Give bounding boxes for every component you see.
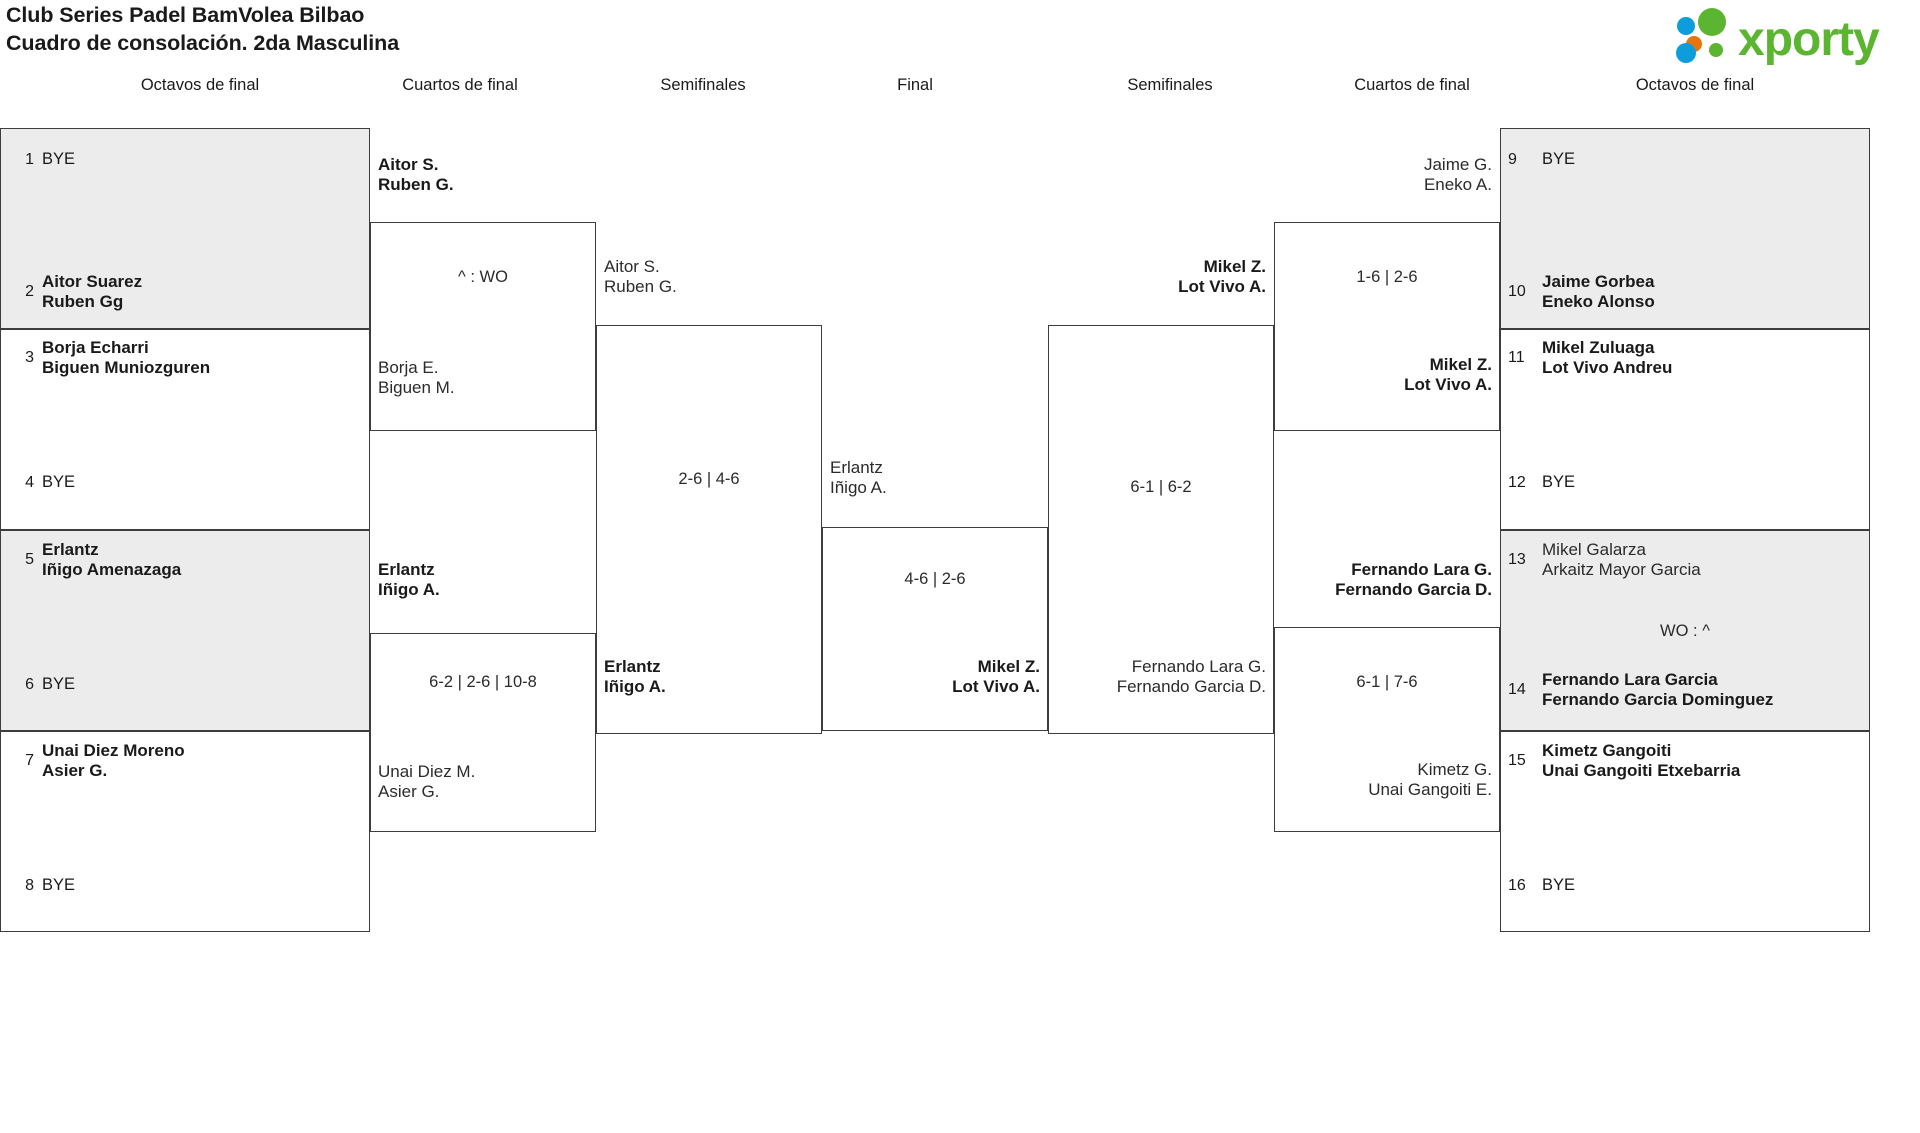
title-line-2: Cuadro de consolación. 2da Masculina	[6, 30, 400, 55]
player-names: BYE	[1542, 876, 1576, 894]
match-box-l4[interactable]	[0, 731, 370, 932]
cuartos-right-1-bottom-name: Mikel Z.Lot Vivo A.	[1404, 355, 1492, 394]
seed-number: 1	[25, 150, 34, 168]
title-line-1: Club Series Padel BamVolea Bilbao	[6, 3, 365, 27]
semis-right-score: 6-1 | 6-2	[1130, 478, 1192, 496]
octavos-right-13-14-score: WO : ^	[1660, 622, 1710, 640]
round-header-right-cuartos: Cuartos de final	[1354, 76, 1470, 94]
page-header: Club Series Padel BamVolea Bilbao Cuadro…	[0, 0, 1920, 86]
match-box-lsf[interactable]	[596, 325, 822, 734]
match-box-lq1[interactable]	[370, 222, 596, 431]
seed-number: 3	[25, 348, 34, 366]
seed-number: 12	[1508, 473, 1526, 491]
seed-entry-4[interactable]: 4 BYE	[8, 473, 75, 492]
seed-entry-8[interactable]: 8 BYE	[8, 876, 75, 895]
cuartos-right-2-score: 6-1 | 7-6	[1356, 673, 1418, 691]
semis-right-bottom-name: Fernando Lara G.Fernando Garcia D.	[1116, 657, 1266, 696]
seed-entry-1[interactable]: 1 BYE	[8, 150, 75, 169]
cuartos-left-2-bottom-name: Unai Diez M.Asier G.	[378, 762, 476, 801]
seed-number: 15	[1508, 751, 1526, 769]
match-box-r4[interactable]	[1500, 731, 1870, 932]
round-header-left-octavos: Octavos de final	[140, 76, 260, 94]
seed-number: 4	[25, 473, 34, 491]
cuartos-left-1-top-name: Aitor S.Ruben G.	[378, 155, 454, 194]
cuartos-right-2-bottom-name: Kimetz G.Unai Gangoiti E.	[1368, 760, 1492, 799]
match-box-l1[interactable]	[0, 128, 370, 329]
seed-number: 2	[25, 282, 34, 300]
seed-number: 16	[1508, 876, 1526, 894]
cuartos-right-1-top-name: Jaime G.Eneko A.	[1423, 155, 1492, 194]
match-box-final[interactable]	[822, 527, 1048, 731]
seed-entry-9[interactable]: 9 BYE	[1508, 150, 1575, 169]
match-box-rq2[interactable]	[1274, 627, 1500, 832]
semis-left-top-name: Aitor S.Ruben G.	[604, 257, 677, 296]
page-title: Club Series Padel BamVolea Bilbao Cuadro…	[6, 2, 399, 58]
match-box-rsf[interactable]	[1048, 325, 1274, 734]
seed-entry-12[interactable]: 12 BYE	[1508, 473, 1575, 492]
xporty-logo: xporty	[1664, 6, 1904, 66]
player-names: BYE	[1542, 150, 1576, 168]
player-names: BYE	[42, 876, 76, 894]
seed-number: 14	[1508, 680, 1526, 698]
player-names: BYE	[1542, 473, 1576, 491]
player-names: BYE	[42, 473, 76, 491]
svg-text:xporty: xporty	[1738, 13, 1880, 66]
seed-number: 13	[1508, 550, 1526, 568]
match-box-r3[interactable]	[1500, 530, 1870, 731]
match-box-lq2[interactable]	[370, 633, 596, 832]
seed-number: 5	[25, 550, 34, 568]
player-names: BYE	[42, 675, 76, 693]
seed-entry-16[interactable]: 16 BYE	[1508, 876, 1575, 895]
semis-left-score: 2-6 | 4-6	[678, 470, 740, 488]
cuartos-left-1-bottom-name: Borja E.Biguen M.	[378, 358, 455, 397]
match-box-r2[interactable]	[1500, 329, 1870, 530]
round-header-right-semis: Semifinales	[1127, 76, 1213, 94]
seed-number: 7	[25, 751, 34, 769]
match-box-rq1[interactable]	[1274, 222, 1500, 431]
cuartos-right-2-top-name: Fernando Lara G.Fernando Garcia D.	[1335, 560, 1492, 599]
final-right-name: Mikel Z.Lot Vivo A.	[952, 657, 1040, 696]
match-box-r1[interactable]	[1500, 128, 1870, 329]
round-header-left-semis: Semifinales	[660, 76, 746, 94]
seed-number: 11	[1508, 348, 1525, 366]
seed-number: 6	[25, 675, 34, 693]
round-header-right-octavos: Octavos de final	[1635, 76, 1755, 94]
cuartos-right-1-score: 1-6 | 2-6	[1356, 268, 1418, 286]
seed-entry-6[interactable]: 6 BYE	[8, 675, 75, 694]
round-header-final: Final	[897, 76, 933, 94]
seed-number: 9	[1508, 150, 1517, 168]
round-header-left-cuartos: Cuartos de final	[402, 76, 518, 94]
cuartos-left-2-score: 6-2 | 2-6 | 10-8	[429, 673, 537, 691]
match-box-l3[interactable]	[0, 530, 370, 731]
cuartos-left-1-score: ^ : WO	[458, 268, 508, 286]
final-score: 4-6 | 2-6	[904, 570, 966, 588]
match-box-l2[interactable]	[0, 329, 370, 530]
player-names: BYE	[42, 150, 76, 168]
semis-right-top-name: Mikel Z.Lot Vivo A.	[1178, 257, 1266, 296]
seed-number: 10	[1508, 282, 1526, 300]
seed-number: 8	[25, 876, 34, 894]
